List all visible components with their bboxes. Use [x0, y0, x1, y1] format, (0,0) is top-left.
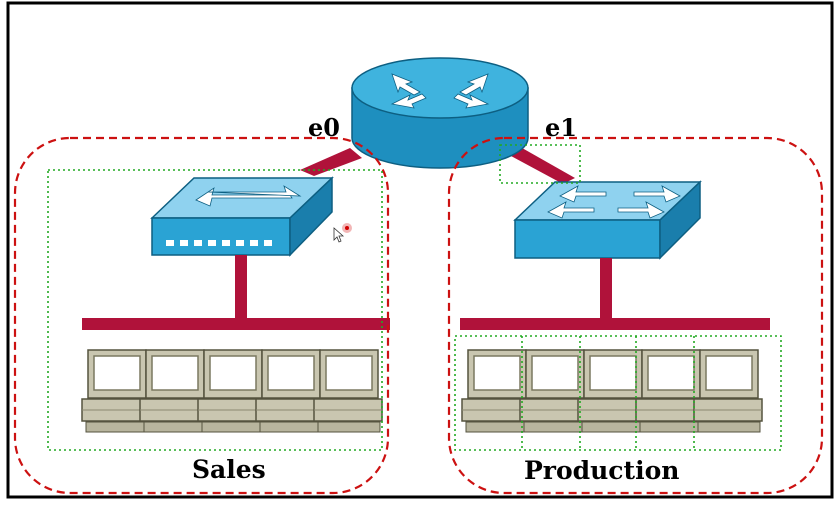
router-icon [351, 57, 529, 169]
production-pc-row [461, 349, 763, 433]
cursor-icon [333, 223, 352, 243]
switch-icon [513, 180, 702, 260]
interface-label-e1: e1 [545, 113, 577, 142]
group-label-production: Production [524, 456, 680, 485]
e1-selection-box[interactable] [499, 144, 581, 184]
switch-icon [150, 176, 334, 257]
production-group-outline [447, 136, 824, 495]
group-label-sales: Sales [192, 455, 266, 484]
sales-group-outline [13, 136, 390, 495]
sales-selection-box[interactable] [47, 169, 383, 451]
sales-pc-row [81, 349, 383, 433]
link-e0 [300, 148, 362, 176]
interface-label-e0: e0 [308, 113, 340, 142]
production-pc-dividers [521, 336, 695, 450]
production-lan-segment [460, 258, 770, 330]
diagram-border [6, 1, 834, 499]
sales-lan-segment [82, 255, 390, 330]
